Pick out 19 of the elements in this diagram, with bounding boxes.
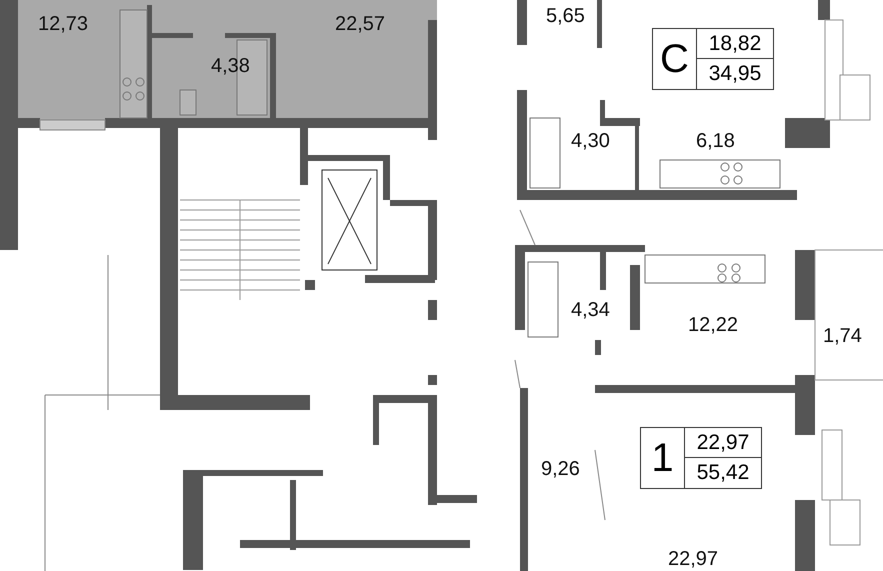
apartment-badge: [652, 28, 774, 90]
room-area: 12,22: [688, 314, 738, 336]
apartment-badge: [640, 427, 762, 489]
apartment-type: С: [653, 29, 697, 89]
room-area: 4,30: [571, 130, 610, 152]
living-area: 22,97: [685, 428, 761, 458]
room-area: 22,57: [335, 13, 386, 35]
total-area: 55,42: [685, 458, 761, 488]
room-area: 4,34: [571, 299, 610, 321]
apartment-type: 1: [641, 428, 685, 488]
room-area: 4,38: [211, 55, 250, 77]
living-area: 18,82: [697, 29, 773, 59]
room-area: 22,97: [668, 548, 718, 570]
total-area: 34,95: [697, 59, 773, 89]
room-area: 5,65: [546, 5, 585, 27]
room-area: 12,73: [38, 13, 88, 35]
room-area: 9,26: [541, 458, 580, 480]
room-area: 6,18: [696, 130, 735, 152]
room-area: 1,74: [823, 325, 862, 347]
